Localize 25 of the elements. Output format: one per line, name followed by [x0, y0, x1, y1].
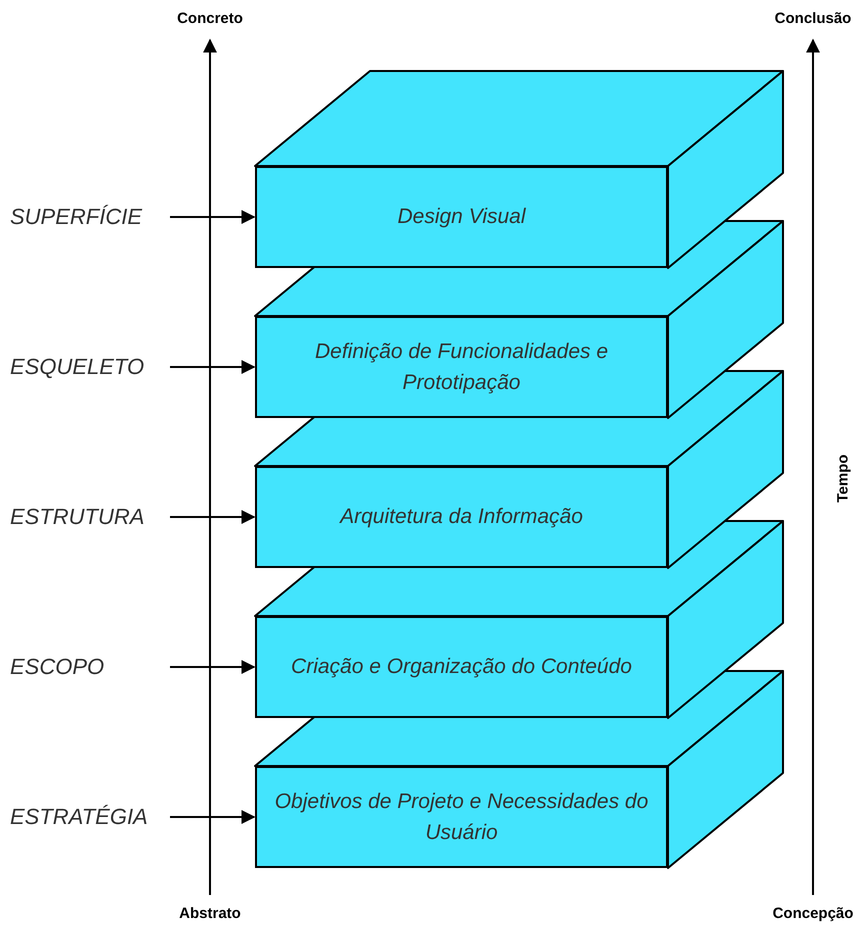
- layer-name: ESTRATÉGIA: [10, 797, 170, 837]
- axis-label: Concepção: [772, 905, 854, 922]
- arrow: [170, 810, 256, 824]
- layer-front-face: [255, 166, 668, 268]
- layer-front-face: [255, 316, 668, 418]
- layer-title: Design Visual: [397, 204, 526, 230]
- arrow: [170, 510, 256, 524]
- layer-title: Definição de Funcionalidades e Prototipação: [314, 338, 610, 396]
- axis-label: Tempo: [834, 454, 852, 503]
- layer-title: Arquitetura da Informação: [340, 504, 583, 530]
- layer-name: SUPERFÍCIE: [10, 197, 170, 237]
- layer-name: ESQUELETO: [10, 347, 170, 387]
- layer-title: Criação e Organização do Conteúdo: [291, 654, 632, 680]
- arrow: [170, 210, 256, 224]
- arrow: [170, 660, 256, 674]
- layer-front-face: [255, 616, 668, 718]
- layer-front-face: [255, 466, 668, 568]
- layer-name: ESCOPO: [10, 647, 170, 687]
- axis-label: Abstrato: [179, 905, 241, 922]
- layer-name: ESTRUTURA: [10, 497, 170, 537]
- axis-label: Concreto: [177, 10, 243, 27]
- arrow: [170, 360, 256, 374]
- axis-label: Conclusão: [774, 10, 852, 27]
- layer-title: Objetivos de Projeto e Necessidades do Usuário: [274, 788, 650, 846]
- layer-front-face: [255, 766, 668, 868]
